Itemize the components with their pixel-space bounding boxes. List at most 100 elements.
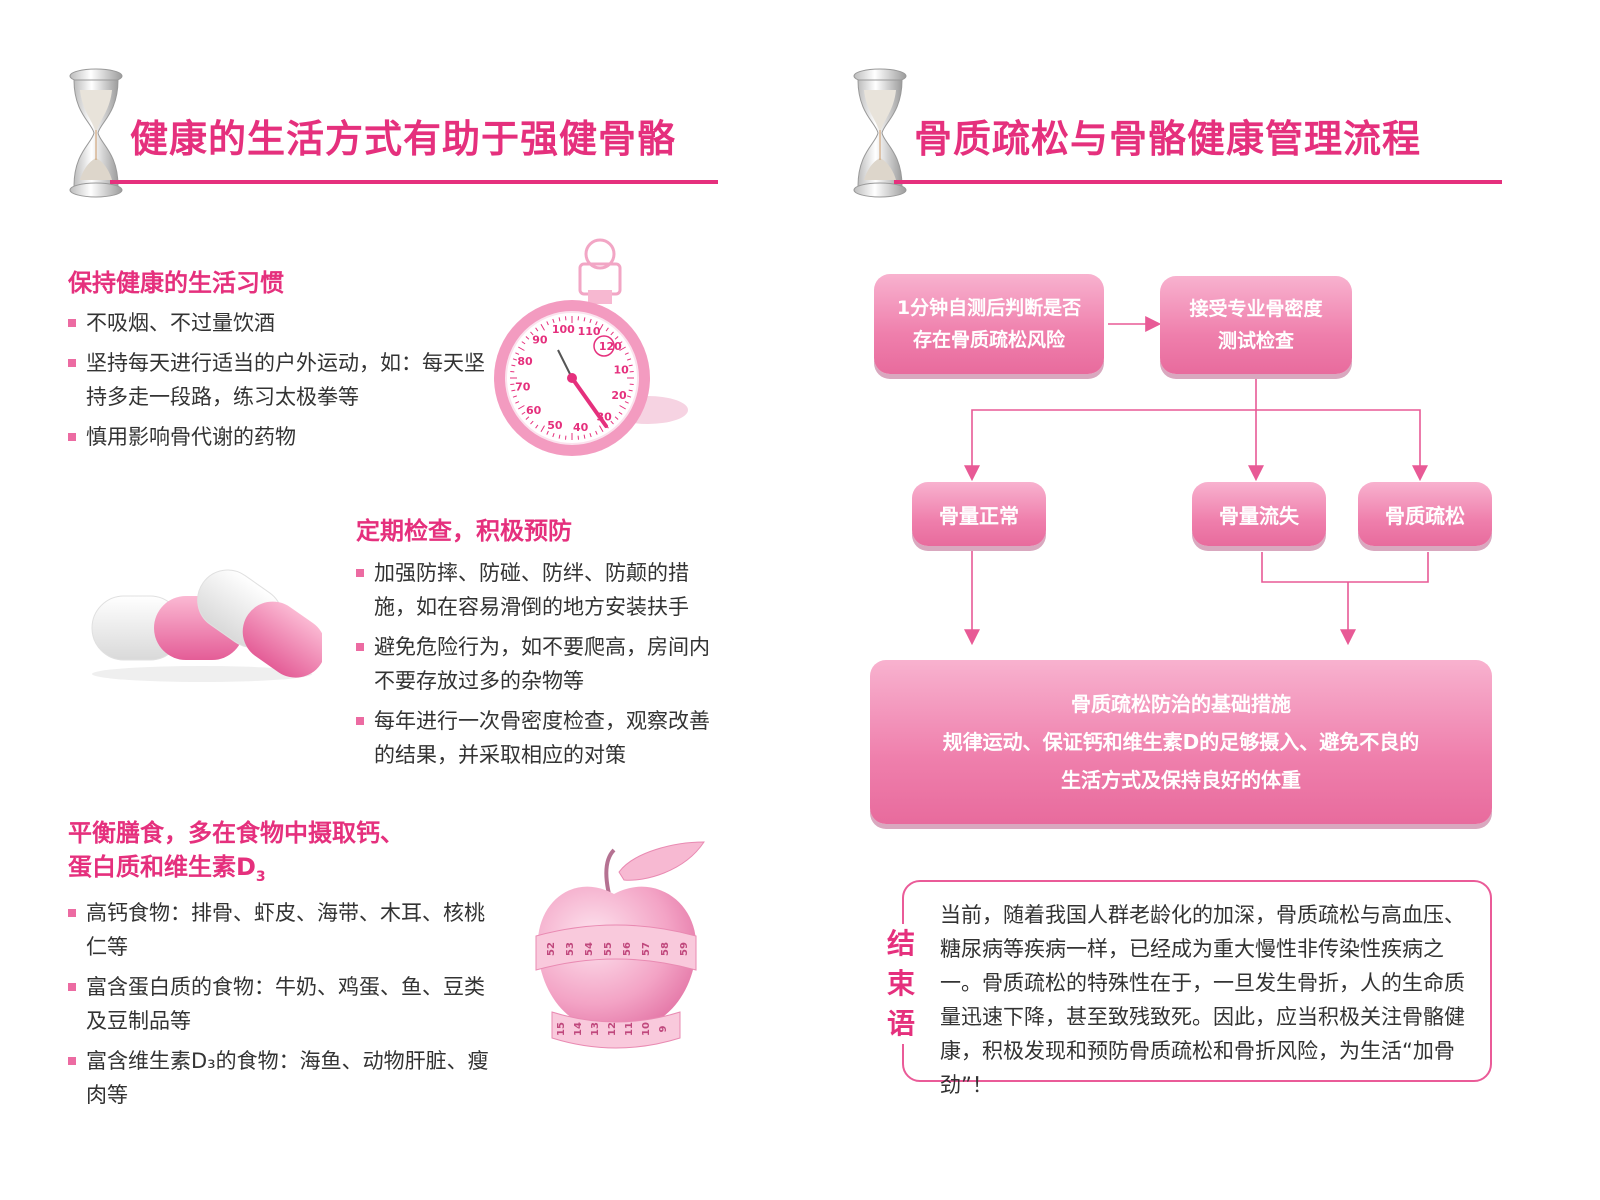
stopwatch-tick [511,389,516,392]
flow-text: 1分钟自测后判断是否 [896,297,1082,319]
stopwatch-tick [624,352,629,355]
flow-text: 生活方式及保持良好的体重 [1060,768,1301,792]
flow-text: 骨量流失 [1219,503,1299,528]
stopwatch-tick [511,364,516,367]
stopwatch-tick [535,327,539,332]
flow-text: 骨量正常 [939,503,1019,528]
conclusion-text: 当前，随着我国人群老龄化的加深，骨质疏松与高血压、糖尿病等疾病一样，已经成为重大… [940,903,1465,1097]
stopwatch-tick [599,324,604,331]
stopwatch-tick [558,317,561,322]
tape-number: 56 [622,942,633,956]
diet-list: 高钙食物：排骨、虾皮、海带、木耳、核桃仁等 富含蛋白质的食物：牛奶、鸡蛋、鱼、豆… [68,896,498,1118]
stopwatch-tick [614,416,619,420]
stopwatch-number: 100 [552,323,575,336]
stopwatch-tick [595,430,598,435]
flow-text: 骨质疏松防治的基础措施 [1070,692,1291,716]
list-item: 不吸烟、不过量饮酒 [68,306,488,340]
stopwatch-number: 90 [532,334,548,347]
capsule-icon [91,569,322,682]
conclusion-label-char: 结 [886,927,915,960]
list-item: 富含维生素D₃的食物：海鱼、动物肝脏、瘦肉等 [68,1044,498,1112]
flow-result-normal: 骨量正常 [912,482,1046,546]
habits-section-title: 保持健康的生活习惯 [68,269,284,297]
hourglass-icon [69,68,123,198]
stopwatch-tick [595,321,598,326]
stopwatch-tick [589,433,592,438]
stopwatch-tick [521,341,526,345]
right-title-underline [894,180,1502,184]
stopwatch-tick [558,434,561,439]
stopwatch-tick [525,336,530,340]
checkup-list: 加强防摔、防碰、防绊、防颠的措施，如在容易滑倒的地方安装扶手 避免危险行为，如不… [356,556,722,778]
list-item: 高钙食物：排骨、虾皮、海带、木耳、核桃仁等 [68,896,498,964]
left-title-underline [110,180,718,184]
list-item: 慎用影响骨代谢的药物 [68,420,488,454]
stopwatch-tick [619,346,626,351]
stopwatch-tick [628,364,633,367]
flow-step-self-test: 1分钟自测后判断是否存在骨质疏松风险 [874,274,1104,374]
tape-number: 53 [565,942,576,956]
stopwatch-tick [518,346,525,351]
stopwatch-tick [525,416,530,420]
habits-list: 不吸烟、不过量饮酒 坚持每天进行适当的户外运动，如：每天坚持多走一段路，练习太极… [68,306,488,460]
list-item: 坚持每天进行适当的户外运动，如：每天坚持多走一段路，练习太极拳等 [68,346,488,414]
tape-number: 57 [641,942,652,956]
stopwatch-tick [605,327,609,332]
checkup-section-title: 定期检查，积极预防 [356,517,572,545]
tape-top-marks: 52 53 54 55 56 57 58 59 [546,942,690,956]
tape-number: 58 [660,942,671,956]
stopwatch-tick [619,405,626,410]
stopwatch-tick [552,318,555,323]
stopwatch-number: 70 [515,381,531,394]
flow-result-osteoporosis: 骨质疏松 [1358,482,1492,546]
stopwatch-tick [610,420,614,425]
hourglass-icon [853,68,907,198]
stopwatch-number: 60 [526,404,542,417]
stopwatch-tick [546,430,549,435]
stopwatch-tick [614,336,619,340]
stopwatch-tick [627,358,632,361]
stopwatch-tick [610,331,614,336]
stopwatch-tick [540,324,545,331]
stopwatch-tick [589,318,592,323]
left-page-title: 健康的生活方式有助于强健骨骼 [130,117,677,161]
stopwatch-number: 110 [578,325,601,338]
stopwatch-number: 40 [573,421,589,434]
tape-number: 59 [679,942,690,956]
tape-number: 13 [590,1022,601,1036]
tape-number: 10 [641,1022,652,1036]
flow-text: 接受专业骨密度 [1189,298,1323,320]
stopwatch-tick [515,352,520,355]
flow-text: 存在骨质疏松风险 [912,329,1065,351]
diet-title-line2: 蛋白质和维生素D [68,853,256,881]
tape-number: 52 [546,942,557,956]
stopwatch-tick [515,401,520,404]
conclusion-label: 结 束 语 [886,924,916,1044]
tape-number: 14 [573,1022,584,1036]
flow-step-bmd-test: 接受专业骨密度测试检查 [1160,276,1352,374]
flow-text: 规律运动、保证钙和维生素D的足够摄入、避免不良的 [942,730,1420,754]
stopwatch-number: 120 [599,340,622,353]
stopwatch-tick [512,395,517,398]
stopwatch-tick [540,425,545,432]
flow-base-measures: 骨质疏松防治的基础措施 规律运动、保证钙和维生素D的足够摄入、避免不良的 生活方… [870,660,1492,824]
stopwatch-tick [624,401,629,404]
diet-section-title: 平衡膳食，多在食物中摄取钙、 蛋白质和维生素D3 [68,816,404,894]
stopwatch-tick [552,433,555,438]
flow-result-bone-loss: 骨量流失 [1192,482,1326,546]
diet-title-line1: 平衡膳食，多在食物中摄取钙、 [68,819,404,847]
list-item: 富含蛋白质的食物：牛奶、鸡蛋、鱼、豆类及豆制品等 [68,970,498,1038]
tape-number: 54 [584,942,595,956]
stopwatch-tick [583,434,586,439]
stopwatch-tick [518,405,525,410]
stopwatch-tick [512,358,517,361]
stopwatch-number: 50 [547,419,563,432]
conclusion-label-char: 束 [886,967,915,1000]
stopwatch-tick [530,420,534,425]
tape-number: 55 [603,942,614,956]
list-item: 避免危险行为，如不要爬高，房间内不要存放过多的杂物等 [356,630,722,698]
stopwatch-number: 20 [611,389,627,402]
